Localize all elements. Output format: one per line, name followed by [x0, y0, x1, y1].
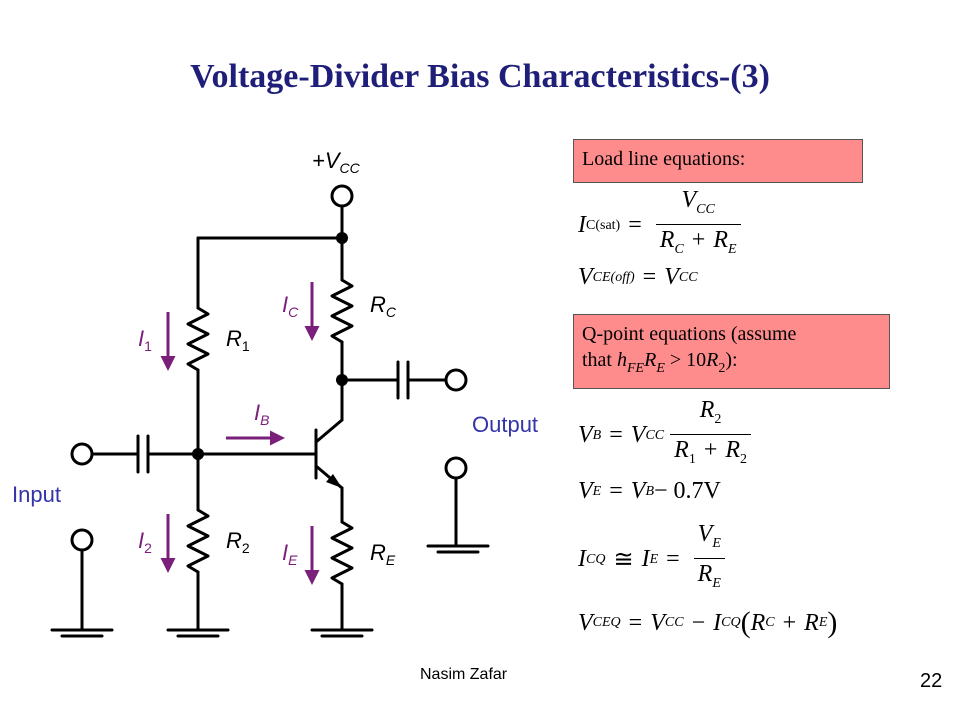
svg-text:IE: IE: [282, 540, 298, 568]
svg-text:R2: R2: [226, 528, 250, 556]
svg-text:RE: RE: [370, 540, 396, 568]
load-line-box: Load line equations:: [573, 139, 863, 183]
page-number: 22: [920, 670, 943, 692]
r1-resistor: [186, 306, 210, 372]
footer-author: Nasim Zafar: [420, 666, 508, 683]
re-resistor: [330, 520, 354, 586]
svg-text:I1: I1: [138, 326, 152, 354]
output-label: Output: [472, 412, 538, 437]
svg-text:IB: IB: [254, 400, 269, 428]
rc-resistor: [330, 278, 354, 344]
svg-text:RC: RC: [370, 292, 397, 320]
svg-text:R1: R1: [226, 326, 250, 354]
svg-text:IC: IC: [282, 292, 299, 320]
r2-resistor: [186, 508, 210, 574]
qpoint-box: Q-point equations (assume that hFERE > 1…: [573, 314, 890, 389]
svg-text:I2: I2: [138, 528, 152, 556]
input-label: Input: [12, 482, 61, 507]
vcc-terminal: [330, 184, 354, 208]
svg-text:+VCC: +VCC: [312, 148, 361, 176]
output-terminal: [444, 368, 468, 392]
slide-title: Voltage-Divider Bias Characteristics-(3): [190, 58, 770, 95]
input-terminal: [70, 442, 94, 466]
